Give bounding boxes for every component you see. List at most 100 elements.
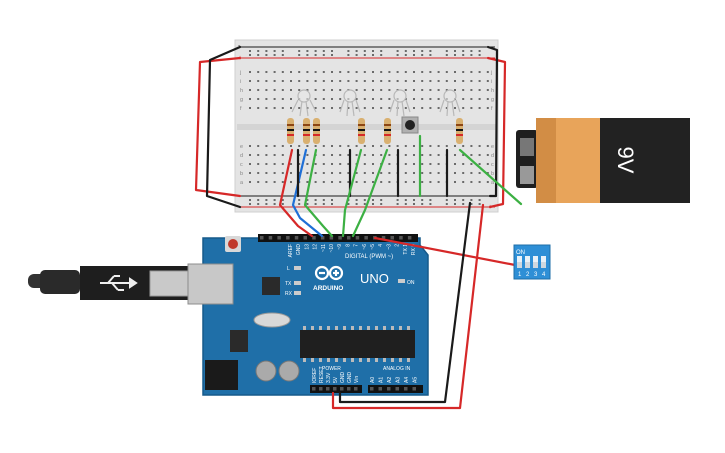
rail-hole[interactable]: [314, 50, 317, 52]
breadboard-hole[interactable]: [437, 89, 440, 91]
breadboard-hole[interactable]: [478, 154, 481, 156]
rail-hole[interactable]: [380, 203, 383, 205]
rail-hole[interactable]: [249, 54, 251, 56]
rail-hole[interactable]: [363, 203, 366, 205]
breadboard-hole[interactable]: [404, 172, 407, 174]
breadboard-hole[interactable]: [290, 71, 292, 73]
breadboard-hole[interactable]: [380, 98, 383, 100]
rail-hole[interactable]: [322, 203, 325, 205]
breadboard-hole[interactable]: [429, 163, 432, 165]
breadboard-hole[interactable]: [372, 98, 374, 100]
breadboard-hole[interactable]: [249, 71, 251, 73]
rail-hole[interactable]: [445, 50, 448, 52]
breadboard-hole[interactable]: [347, 181, 350, 183]
header-hole[interactable]: [395, 387, 400, 391]
breadboard-hole[interactable]: [486, 80, 489, 82]
breadboard-hole[interactable]: [462, 80, 465, 82]
breadboard-hole[interactable]: [388, 163, 391, 165]
breadboard-hole[interactable]: [372, 154, 374, 156]
rail-hole[interactable]: [413, 203, 415, 205]
rail-hole[interactable]: [363, 199, 366, 201]
breadboard-hole[interactable]: [265, 181, 268, 183]
breadboard-hole[interactable]: [249, 163, 251, 165]
breadboard-hole[interactable]: [265, 172, 268, 174]
breadboard-hole[interactable]: [347, 80, 350, 82]
breadboard-hole[interactable]: [322, 71, 325, 73]
rail-hole[interactable]: [322, 54, 325, 56]
rail-hole[interactable]: [298, 199, 301, 201]
rail-hole[interactable]: [355, 50, 358, 52]
breadboard-hole[interactable]: [257, 163, 260, 165]
breadboard-hole[interactable]: [281, 163, 284, 165]
breadboard-hole[interactable]: [421, 98, 424, 100]
breadboard-hole[interactable]: [429, 80, 432, 82]
header-hole[interactable]: [277, 236, 281, 240]
breadboard-hole[interactable]: [429, 181, 432, 183]
breadboard-hole[interactable]: [470, 172, 473, 174]
breadboard-hole[interactable]: [380, 71, 383, 73]
breadboard-hole[interactable]: [478, 107, 481, 109]
header-hole[interactable]: [260, 236, 264, 240]
breadboard-hole[interactable]: [281, 145, 284, 147]
breadboard-hole[interactable]: [281, 89, 284, 91]
breadboard-hole[interactable]: [249, 172, 251, 174]
rail-hole[interactable]: [355, 54, 358, 56]
rail-hole[interactable]: [470, 54, 473, 56]
breadboard-hole[interactable]: [380, 154, 383, 156]
breadboard-hole[interactable]: [470, 145, 473, 147]
breadboard-hole[interactable]: [413, 98, 415, 100]
rail-hole[interactable]: [478, 203, 481, 205]
breadboard-hole[interactable]: [257, 89, 260, 91]
breadboard-hole[interactable]: [421, 71, 424, 73]
breadboard-hole[interactable]: [404, 107, 407, 109]
rail-hole[interactable]: [380, 50, 383, 52]
header-hole[interactable]: [326, 387, 330, 391]
header-hole[interactable]: [347, 387, 351, 391]
breadboard-hole[interactable]: [331, 71, 333, 73]
breadboard-hole[interactable]: [437, 71, 440, 73]
rail-hole[interactable]: [322, 199, 325, 201]
breadboard-hole[interactable]: [445, 71, 448, 73]
breadboard-hole[interactable]: [486, 181, 489, 183]
header-hole[interactable]: [399, 236, 403, 240]
breadboard-hole[interactable]: [363, 145, 366, 147]
breadboard-hole[interactable]: [265, 163, 268, 165]
rail-hole[interactable]: [355, 203, 358, 205]
rail-hole[interactable]: [265, 203, 268, 205]
push-button[interactable]: [401, 116, 419, 134]
rail-hole[interactable]: [413, 50, 415, 52]
breadboard-hole[interactable]: [413, 80, 415, 82]
breadboard-hole[interactable]: [322, 98, 325, 100]
header-hole[interactable]: [390, 236, 395, 240]
rail-hole[interactable]: [445, 199, 448, 201]
breadboard-hole[interactable]: [273, 98, 276, 100]
rail-hole[interactable]: [372, 50, 374, 52]
rail-hole[interactable]: [265, 54, 268, 56]
rgb-led-2[interactable]: [339, 89, 361, 117]
breadboard-hole[interactable]: [437, 181, 440, 183]
breadboard-hole[interactable]: [486, 89, 489, 91]
breadboard-hole[interactable]: [380, 89, 383, 91]
header-hole[interactable]: [286, 236, 290, 240]
breadboard-hole[interactable]: [257, 98, 260, 100]
breadboard-hole[interactable]: [478, 89, 481, 91]
breadboard-hole[interactable]: [347, 107, 350, 109]
breadboard-hole[interactable]: [363, 80, 366, 82]
breadboard-hole[interactable]: [257, 71, 260, 73]
breadboard-hole[interactable]: [454, 89, 456, 91]
breadboard-hole[interactable]: [429, 89, 432, 91]
rail-hole[interactable]: [306, 199, 309, 201]
resistor-3[interactable]: [313, 118, 320, 144]
breadboard-hole[interactable]: [290, 98, 292, 100]
breadboard-hole[interactable]: [470, 107, 473, 109]
rail-hole[interactable]: [363, 50, 366, 52]
breadboard-hole[interactable]: [281, 107, 284, 109]
breadboard-hole[interactable]: [454, 163, 456, 165]
header-hole[interactable]: [387, 387, 391, 391]
header-hole[interactable]: [268, 236, 273, 240]
rail-hole[interactable]: [454, 50, 456, 52]
breadboard-hole[interactable]: [363, 89, 366, 91]
